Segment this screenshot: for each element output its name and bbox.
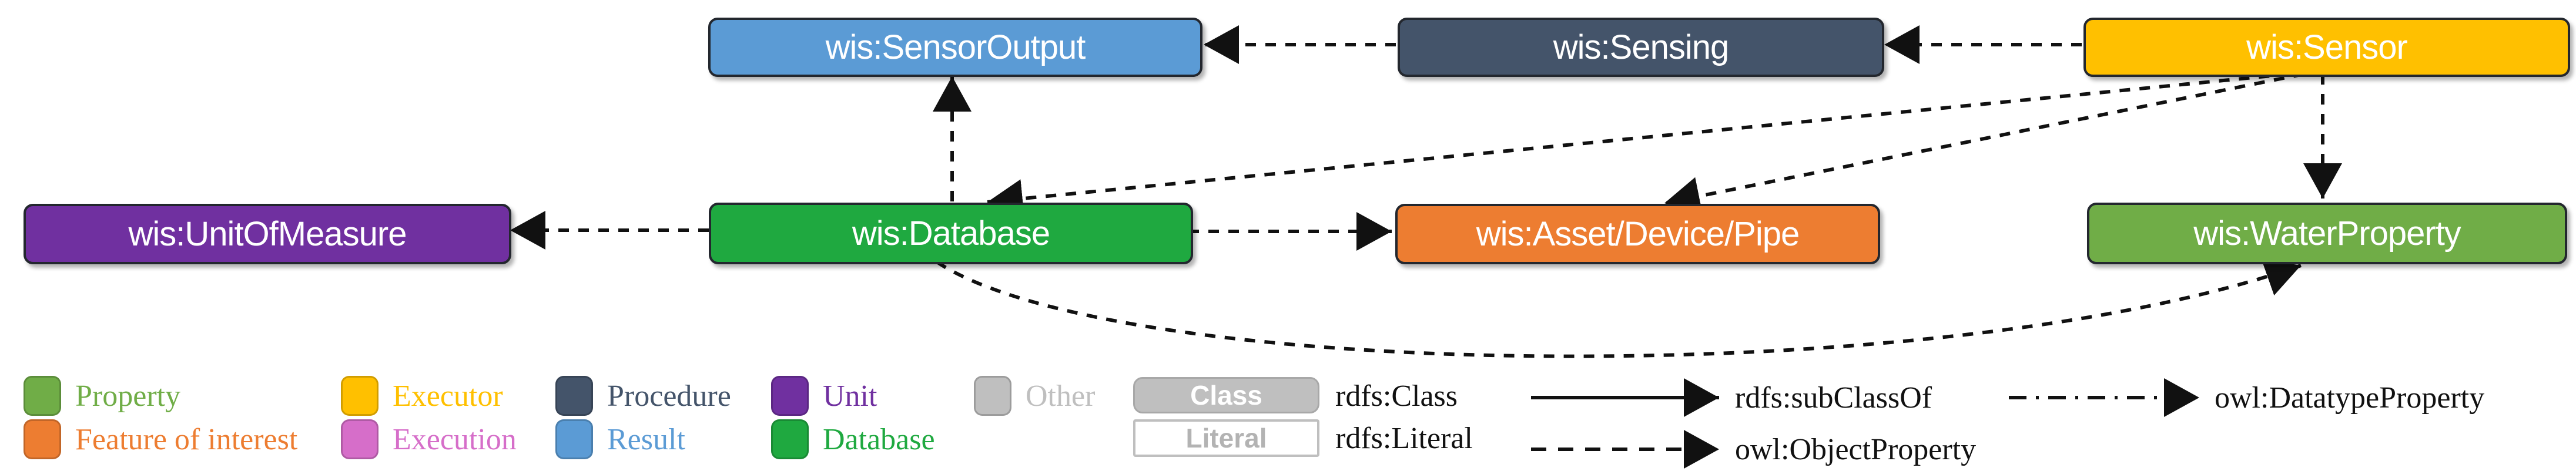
procedure-color-swatch	[555, 376, 593, 416]
legend-item-execution: Execution	[341, 419, 517, 460]
executor-color-swatch	[341, 376, 378, 416]
edge-database-to-waterproperty	[936, 258, 2302, 358]
legend-item-feature-of-interest: Feature of interest	[24, 419, 297, 460]
legend-subclassof-label: rdfs:subClassOf	[1735, 381, 1932, 415]
node-sensor-output: wis:SensorOutput	[708, 18, 1202, 77]
feature-color-swatch	[24, 419, 61, 459]
node-database: wis:Database	[709, 203, 1193, 264]
legend-rdfs-class-label: rdfs:Class	[1335, 379, 1458, 413]
legend-item-other: Other	[974, 375, 1095, 416]
legend-literal-box: Literal	[1133, 419, 1319, 457]
node-water-property: wis:WaterProperty	[2087, 203, 2567, 264]
node-label: wis:Sensor	[2246, 28, 2408, 66]
other-color-swatch	[974, 376, 1011, 416]
node-asset-device-pipe: wis:Asset/Device/Pipe	[1395, 204, 1880, 264]
node-label: wis:WaterProperty	[2193, 214, 2461, 253]
legend-datatypeproperty-label: owl:DatatypeProperty	[2215, 381, 2485, 415]
node-unit-of-measure: wis:UnitOfMeasure	[24, 204, 511, 264]
edge-sensor-to-database	[987, 72, 2290, 218]
node-label: wis:Database	[852, 214, 1050, 253]
node-label: wis:SensorOutput	[825, 28, 1086, 66]
edge-sensor-to-asset	[1664, 72, 2304, 216]
execution-color-swatch	[341, 419, 378, 459]
class-box-label: Class	[1190, 380, 1262, 411]
node-sensor: wis:Sensor	[2083, 18, 2570, 77]
legend-item-executor: Executor	[341, 375, 503, 416]
legend-label: Other	[1026, 379, 1096, 413]
legend-label: Database	[823, 422, 935, 456]
legend-item-unit: Unit	[771, 375, 877, 416]
legend-label: Feature of interest	[75, 422, 298, 456]
literal-box-label: Literal	[1185, 423, 1267, 453]
legend-label: Execution	[393, 422, 517, 456]
result-color-swatch	[555, 419, 593, 459]
legend-item-property: Property	[24, 375, 180, 416]
legend-class-box: Class	[1133, 377, 1319, 413]
legend-item-result: Result	[555, 419, 685, 460]
legend-label: Unit	[823, 379, 877, 413]
legend-label: Executor	[393, 379, 503, 413]
node-label: wis:Sensing	[1553, 28, 1729, 66]
legend-objectproperty-label: owl:ObjectProperty	[1735, 432, 1977, 466]
property-color-swatch	[24, 376, 61, 416]
legend-label: Result	[607, 422, 685, 456]
legend-item-procedure: Procedure	[555, 375, 731, 416]
node-sensing: wis:Sensing	[1398, 18, 1884, 77]
node-label: wis:Asset/Device/Pipe	[1476, 215, 1800, 253]
legend-item-database: Database	[771, 419, 935, 460]
legend-label: Property	[75, 379, 181, 413]
unit-color-swatch	[771, 376, 809, 416]
legend-label: Procedure	[607, 379, 731, 413]
database-color-swatch	[771, 419, 809, 459]
node-label: wis:UnitOfMeasure	[128, 215, 407, 253]
legend-rdfs-literal-label: rdfs:Literal	[1335, 421, 1473, 455]
